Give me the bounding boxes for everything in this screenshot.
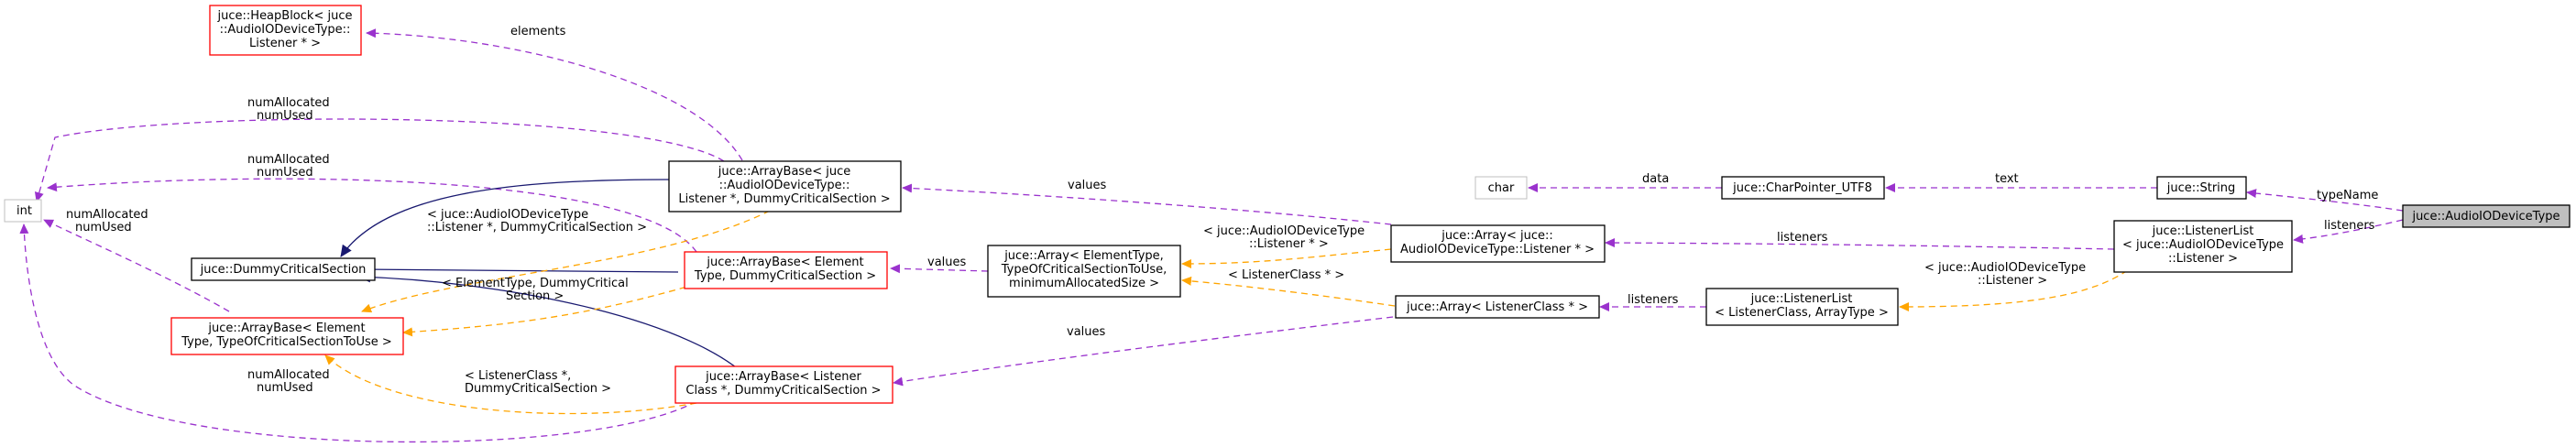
label-tmpl-adt-listener-1: < juce::AudioIODeviceType (1924, 261, 2086, 275)
svg-text:AudioIODeviceType::Listener *: AudioIODeviceType::Listener * > (1400, 243, 1595, 256)
label-tmpl-elem-dummy-1: < ElementType, DummyCritical (442, 277, 629, 290)
svg-text:juce::DummyCriticalSection: juce::DummyCriticalSection (200, 263, 367, 277)
svg-text:juce::Array< juce::: juce::Array< juce:: (1441, 229, 1553, 243)
label-tmpl-listener-dummy-2: ::Listener *, DummyCriticalSection > (427, 221, 647, 234)
label-numallocated-left-1: numAllocated (66, 208, 148, 222)
label-numallocated-top-1: numAllocated (247, 96, 330, 110)
node-listenerlist-adt[interactable]: juce::ListenerList < juce::AudioIODevice… (2113, 220, 2293, 273)
edge-numallocated-left (43, 219, 230, 312)
svg-text:juce::ListenerList: juce::ListenerList (1750, 292, 1853, 306)
label-listeners-right: listeners (2324, 219, 2375, 233)
label-tmpl-adt-listener-ptr-2: ::Listener * > (1249, 237, 1329, 251)
label-numallocated-bottom-2: numUsed (257, 381, 313, 395)
label-values-mid: values (927, 256, 967, 269)
svg-text:< ListenerClass, ArrayType >: < ListenerClass, ArrayType > (1715, 306, 1889, 320)
label-tmpl-listenerclass-dummy-1: < ListenerClass *, (465, 369, 571, 383)
node-arraybase-listenerclass[interactable]: juce::ArrayBase< Listener Class *, Dummy… (674, 365, 893, 404)
label-tmpl-listener-dummy-1: < juce::AudioIODeviceType (427, 208, 588, 222)
edge-tmpl-adt-listener (1899, 256, 2145, 311)
edge-inherit-arraybase-listener (340, 179, 670, 257)
svg-text:int: int (16, 204, 32, 218)
label-tmpl-listenerclass-dummy-2: DummyCriticalSection > (465, 382, 611, 396)
svg-text:::Listener >: ::Listener > (2168, 252, 2238, 266)
edge-values-mid (890, 264, 989, 274)
edge-tmpl-elem-dummy (402, 283, 697, 337)
node-string[interactable]: juce::String (2156, 176, 2247, 200)
label-values-top: values (1068, 179, 1107, 192)
edge-typename (2246, 189, 2404, 212)
svg-text:Type, TypeOfCriticalSectionToU: Type, TypeOfCriticalSectionToUse > (181, 335, 392, 349)
node-arraybase-listener-ptr[interactable]: juce::ArrayBase< juce ::AudioIODeviceTyp… (668, 160, 902, 213)
label-tmpl-adt-listener-ptr-1: < juce::AudioIODeviceType (1203, 224, 1365, 238)
node-char[interactable]: char (1474, 176, 1528, 200)
node-dummycriticalsection[interactable]: juce::DummyCriticalSection (191, 257, 376, 281)
edge-listeners-right (2293, 219, 2404, 244)
node-arraybase-elem-dummy[interactable]: juce::ArrayBase< Element Type, DummyCrit… (684, 251, 888, 289)
label-tmpl-elem-dummy-2: Section > (506, 289, 564, 303)
svg-text:::AudioIODeviceType::: ::AudioIODeviceType:: (220, 23, 351, 37)
node-array-listenerclass[interactable]: juce::Array< ListenerClass * > (1395, 295, 1600, 319)
edge-values-top (902, 183, 1392, 225)
svg-text:TypeOfCriticalSectionToUse,: TypeOfCriticalSectionToUse, (1001, 263, 1167, 277)
svg-text:juce::HeapBlock< juce: juce::HeapBlock< juce (217, 9, 353, 23)
edge-elements (366, 28, 743, 161)
label-values-bottom: values (1067, 325, 1106, 339)
svg-text:juce::AudioIODeviceType: juce::AudioIODeviceType (2411, 210, 2560, 224)
svg-text:char: char (1488, 181, 1515, 195)
node-array-listener-ptr[interactable]: juce::Array< juce:: AudioIODeviceType::L… (1390, 224, 1606, 263)
svg-text:juce::ListenerList: juce::ListenerList (2152, 224, 2254, 238)
svg-text:juce::ArrayBase< Listener: juce::ArrayBase< Listener (705, 370, 861, 384)
label-data: data (1642, 172, 1669, 186)
svg-text:Listener * >: Listener * > (249, 37, 321, 50)
edge-inherit-arraybase-elem (358, 264, 679, 276)
edge-tmpl-adt-listener-ptr (1181, 248, 1392, 268)
svg-text:juce::CharPointer_UTF8: juce::CharPointer_UTF8 (1732, 181, 1872, 195)
label-listeners-low: listeners (1628, 293, 1679, 307)
svg-text:Listener *, DummyCriticalSecti: Listener *, DummyCriticalSection > (678, 192, 890, 206)
svg-text:Type, DummyCriticalSection >: Type, DummyCriticalSection > (694, 269, 876, 283)
node-heapblock[interactable]: juce::HeapBlock< juce ::AudioIODeviceTyp… (209, 5, 362, 56)
edge-inherit-arraybase-listenerclass (358, 271, 754, 384)
svg-text:< juce::AudioIODeviceType: < juce::AudioIODeviceType (2122, 238, 2284, 252)
label-numallocated-mid-2: numUsed (257, 166, 313, 180)
edge-tmpl-listenerclass-dummy (324, 354, 697, 415)
edge-tmpl-listenerclass-ptr (1181, 276, 1396, 307)
node-int[interactable]: int (4, 199, 42, 223)
svg-text:::AudioIODeviceType::: ::AudioIODeviceType:: (719, 179, 850, 192)
svg-text:juce::Array< ListenerClass * >: juce::Array< ListenerClass * > (1406, 300, 1588, 314)
node-listenerlist-generic[interactable]: juce::ListenerList < ListenerClass, Arra… (1705, 288, 1899, 326)
label-listeners-mid: listeners (1777, 231, 1828, 245)
label-elements: elements (510, 25, 566, 38)
svg-text:juce::ArrayBase< Element: juce::ArrayBase< Element (207, 322, 365, 335)
label-numallocated-top-2: numUsed (257, 109, 313, 123)
svg-text:juce::String: juce::String (2166, 181, 2236, 195)
label-tmpl-adt-listener-2: ::Listener > (1978, 274, 2047, 288)
edge-numallocated-bottom (19, 224, 697, 443)
label-text: text (1995, 172, 2019, 186)
svg-text:juce::ArrayBase< juce: juce::ArrayBase< juce (718, 165, 850, 179)
edge-values-bottom (893, 316, 1394, 387)
node-arraybase-elem-tcs[interactable]: juce::ArrayBase< Element Type, TypeOfCri… (170, 317, 404, 355)
edge-listeners-mid (1605, 238, 2115, 250)
edge-tmpl-listener-dummy (361, 210, 771, 313)
label-tmpl-listenerclass-ptr: < ListenerClass * > (1228, 268, 1344, 282)
svg-text:Class *, DummyCriticalSection: Class *, DummyCriticalSection > (685, 384, 881, 398)
svg-text:juce::ArrayBase< Element: juce::ArrayBase< Element (706, 256, 863, 269)
svg-text:juce::Array< ElementType,: juce::Array< ElementType, (1003, 249, 1164, 263)
node-charpointer-utf8[interactable]: juce::CharPointer_UTF8 (1721, 176, 1885, 200)
label-numallocated-mid-1: numAllocated (247, 153, 330, 167)
label-numallocated-bottom-1: numAllocated (247, 368, 330, 382)
svg-text:minimumAllocatedSize >: minimumAllocatedSize > (1009, 277, 1159, 290)
label-numallocated-left-2: numUsed (75, 221, 132, 234)
label-typename: typeName (2317, 189, 2378, 202)
edge-numallocated-top (34, 118, 725, 202)
node-array-generic[interactable]: juce::Array< ElementType, TypeOfCritical… (987, 245, 1181, 298)
node-audioiodevicetype[interactable]: juce::AudioIODeviceType (2402, 204, 2571, 228)
